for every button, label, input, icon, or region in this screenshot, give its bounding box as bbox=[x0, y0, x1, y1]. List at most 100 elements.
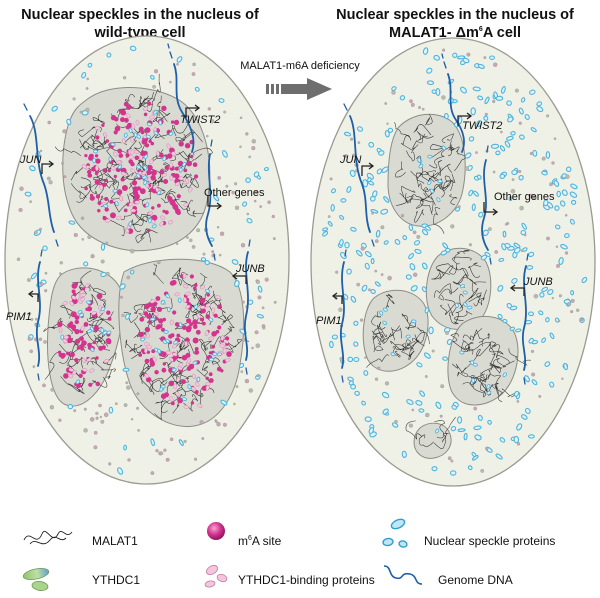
mut-speckle-protein bbox=[526, 265, 534, 270]
wt-m6a-site bbox=[121, 185, 128, 191]
wt-m6a-site bbox=[117, 148, 123, 154]
mut-speckle-protein bbox=[513, 247, 521, 254]
mut-nucleoplasm-dot bbox=[409, 99, 413, 104]
mut-speckle-protein bbox=[431, 466, 438, 472]
wt-nucleoplasm-dot bbox=[120, 295, 123, 299]
mut-nucleoplasm-dot bbox=[561, 377, 564, 380]
wt-m6a-site bbox=[71, 289, 76, 294]
wt-nucleoplasm-dot bbox=[240, 370, 244, 374]
wt-nucleoplasm-dot bbox=[248, 388, 253, 393]
mut-nucleoplasm-dot bbox=[518, 121, 522, 125]
mut-speckle-protein bbox=[520, 414, 528, 420]
wt-ythdc1-binding-protein bbox=[204, 330, 209, 337]
wt-nucleoplasm-dot bbox=[239, 116, 243, 120]
mut-speckle-small bbox=[413, 422, 452, 459]
wt-ythdc1-binding-protein bbox=[173, 383, 178, 390]
wt-ythdc1-binding-protein bbox=[222, 348, 227, 354]
wt-m6a-site bbox=[101, 123, 105, 128]
mut-speckle-protein bbox=[527, 434, 535, 439]
wt-nucleoplasm-dot bbox=[103, 412, 109, 418]
wt-speckle-protein bbox=[181, 397, 188, 402]
mut-malat1-tangle bbox=[405, 417, 456, 449]
mut-speckle-protein bbox=[497, 313, 503, 320]
wt-ythdc1-binding-protein bbox=[130, 168, 136, 173]
wt-m6a-site bbox=[106, 310, 111, 315]
wt-nucleoplasm-dot bbox=[225, 184, 229, 188]
wt-m6a-site bbox=[136, 186, 141, 191]
wt-speckle-protein bbox=[173, 340, 179, 345]
mut-speckle-protein bbox=[510, 131, 516, 136]
mut-nucleoplasm-dot bbox=[551, 296, 554, 300]
wt-m6a-site bbox=[110, 212, 116, 219]
mut-speckle-protein bbox=[554, 205, 560, 211]
wt-other-arrow bbox=[207, 196, 220, 207]
mut-speckle-protein bbox=[426, 67, 433, 74]
malat1-icon bbox=[23, 531, 73, 545]
mut-nucleoplasm-dot bbox=[439, 414, 443, 418]
wt-speckle-protein bbox=[136, 173, 141, 179]
wt-speckle-protein bbox=[160, 299, 166, 305]
wt-speckle-protein bbox=[30, 272, 38, 280]
legend-malat1-label: MALAT1 bbox=[92, 534, 138, 548]
wt-speckle-protein bbox=[160, 384, 166, 389]
mut-speckle-protein bbox=[405, 274, 412, 280]
wt-nucleoplasm-dot bbox=[122, 76, 127, 80]
mut-speckle-protein bbox=[495, 150, 501, 156]
wt-ythdc1-binding-protein bbox=[169, 396, 174, 402]
mut-speckle-protein bbox=[416, 362, 423, 368]
wt-m6a-site bbox=[164, 165, 169, 170]
mut-speckle-protein bbox=[470, 107, 476, 116]
wt-m6a-site bbox=[87, 173, 93, 178]
mut-speckle-protein bbox=[560, 244, 568, 250]
mut-speckle-protein bbox=[421, 229, 429, 236]
wt-speckle-protein bbox=[150, 438, 156, 447]
mut-twist2-dna bbox=[447, 73, 465, 153]
wt-ythdc1-binding-protein bbox=[130, 208, 137, 213]
mut-speckle-protein bbox=[428, 326, 434, 335]
legend-m6a-label: m6A site bbox=[238, 534, 282, 548]
wt-ythdc1-binding-protein bbox=[175, 181, 181, 187]
wt-junb-arrow bbox=[234, 275, 247, 284]
mut-nucleoplasm-dot bbox=[450, 224, 455, 229]
wt-nucleoplasm-dot bbox=[42, 383, 46, 388]
wt-m6a-site bbox=[60, 354, 65, 359]
mut-nucleoplasm-dot bbox=[447, 456, 452, 461]
wt-m6a-site bbox=[84, 154, 88, 158]
mut-junb-arrow bbox=[512, 287, 525, 296]
mut-nucleoplasm-dot bbox=[516, 442, 521, 446]
mut-speckle-protein bbox=[570, 199, 577, 205]
wt-m6a-site bbox=[104, 207, 109, 212]
wt-m6a-site bbox=[124, 117, 129, 123]
wt-m6a-site bbox=[183, 168, 188, 173]
wt-speckle-protein bbox=[110, 142, 116, 147]
mut-nucleoplasm-dot bbox=[412, 230, 417, 235]
wt-m6a-site bbox=[57, 321, 63, 327]
wt-ythdc1-binding-protein bbox=[130, 137, 135, 143]
wt-ythdc1-binding-protein bbox=[81, 164, 87, 169]
mut-speckle-protein bbox=[370, 258, 375, 265]
wt-nucleoplasm-dot bbox=[240, 243, 246, 248]
wt-m6a-site bbox=[176, 210, 181, 216]
mut-speckle-protein bbox=[452, 52, 458, 58]
mut-nucleoplasm-dot bbox=[400, 213, 405, 218]
mut-speckle-protein bbox=[495, 95, 504, 101]
wt-ythdc1-binding-protein bbox=[85, 283, 90, 289]
wt-m6a-site bbox=[200, 307, 206, 314]
wt-speckle-protein bbox=[68, 220, 76, 225]
wt-m6a-site bbox=[79, 344, 85, 349]
mut-nucleoplasm-dot bbox=[416, 234, 421, 239]
wt-ythdc1-binding-protein bbox=[147, 211, 154, 216]
wt-speckle-protein bbox=[212, 194, 220, 202]
wt-nucleoplasm-dot bbox=[239, 145, 242, 149]
wt-speckle-protein bbox=[102, 330, 108, 335]
wt-nucleoplasm-dot bbox=[191, 72, 196, 76]
wt-speckle-protein bbox=[125, 313, 130, 320]
wt-speckle-protein bbox=[218, 98, 225, 103]
wt-nucleoplasm-dot bbox=[255, 190, 258, 194]
wt-m6a-site bbox=[164, 392, 169, 398]
m6a-prefix: m bbox=[238, 534, 248, 548]
wt-m6a-site bbox=[139, 316, 145, 322]
wt-nucleoplasm-dot bbox=[211, 250, 215, 254]
wt-nucleoplasm-dot bbox=[86, 77, 89, 81]
mut-speckle-protein bbox=[565, 166, 572, 173]
